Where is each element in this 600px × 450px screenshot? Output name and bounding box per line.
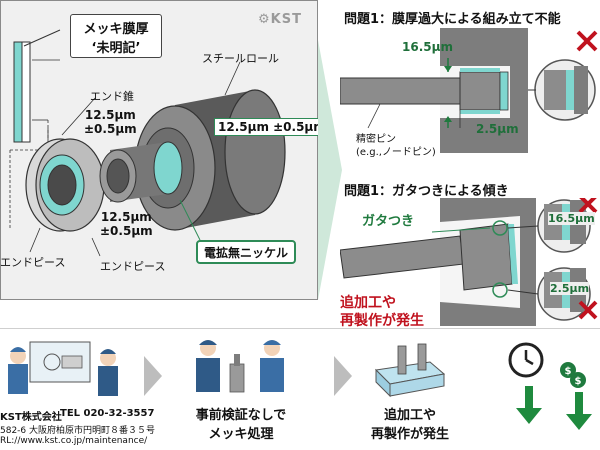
problem2-rework-line1: 追加工や <box>340 295 396 311</box>
pin-label-line1: 精密ピン <box>356 134 396 145</box>
end-taper-label: エンド錐 <box>90 90 134 103</box>
clock-icon <box>508 342 544 378</box>
down-arrow-icon <box>566 392 592 430</box>
rework-parts-illustration <box>374 343 446 398</box>
steel-roll-label: スチールロール <box>202 52 279 65</box>
pin-label-line2: (e.g.,ノードピン) <box>356 147 436 158</box>
inspection-illustration <box>196 340 284 393</box>
problem1-dim-bottom: 2.5μm <box>476 122 519 136</box>
electroless-nickel-label: 電拡無ニッケル <box>196 240 296 264</box>
company-address: 582-6 大阪府柏原市円明町８番３５号 <box>0 426 156 436</box>
problem1-dim-top: 16.5μm <box>402 40 453 54</box>
svg-text:$: $ <box>575 376 582 387</box>
problem1-title: 問題1：膜厚過大による組み立て不能 <box>344 12 561 27</box>
end-piece-label-right: エンドピース <box>100 260 166 273</box>
office-illustration <box>8 341 118 396</box>
down-arrow-icon <box>516 386 542 424</box>
step3-caption: 追加工や 再製作が発生 <box>370 408 449 442</box>
dim-bottom-left: 12.5μm ±0.5μm <box>100 210 153 238</box>
dim-top-left: 12.5μm ±0.5μm <box>84 108 137 136</box>
problem2-dim-bottom: 2.5μm <box>550 282 590 295</box>
end-piece-label-left: エンドピース <box>0 256 66 269</box>
problem2-dim-top: 16.5μm <box>548 212 595 225</box>
svg-text:$: $ <box>565 366 572 377</box>
chevron-right-icon <box>144 356 162 396</box>
flow-arrow-right <box>318 40 342 300</box>
money-coins-icon: $ $ <box>560 362 586 388</box>
company-url: RL://www.kst.co.jp/maintenance/ <box>0 436 148 446</box>
step2-caption: 事前検証なしで メッキ処理 <box>195 408 287 442</box>
logo: ⚙KST <box>258 12 302 27</box>
company-name: KST株式会社 <box>0 412 62 423</box>
chevron-right-icon <box>334 356 352 396</box>
footer-divider <box>0 328 600 329</box>
problem2-rework-line2: 再製作が発生 <box>340 313 424 329</box>
dim-roll-label: 12.5μm ±0.5μm <box>214 118 330 136</box>
plating-callout-line2: ‘未明記’ <box>91 41 141 56</box>
problem1-illustration <box>340 28 598 153</box>
rattle-label: ガタつき <box>362 214 415 229</box>
plating-thickness-callout: メッキ膜厚 ‘未明記’ <box>70 14 162 58</box>
plating-callout-line1: メッキ膜厚 <box>83 22 149 37</box>
problem2-title: 問題1：ガタつきによる傾き <box>344 184 509 199</box>
company-tel: TEL 020-32-3557 <box>60 408 155 419</box>
